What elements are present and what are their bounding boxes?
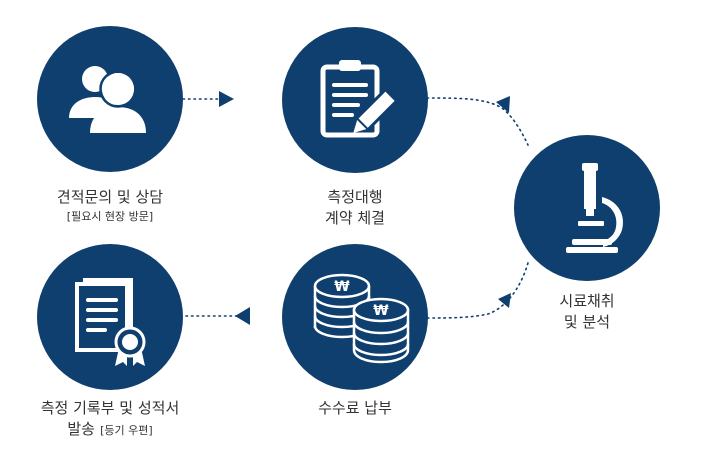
certificate-document-icon — [75, 278, 146, 366]
won-symbol-right: ₩ — [373, 303, 389, 319]
step3-title-line2: 및 분석 — [563, 313, 611, 331]
users-icon — [69, 66, 146, 133]
step5-circle — [37, 244, 183, 390]
step4-circle: ₩ ₩ — [282, 244, 428, 390]
arrowhead-left — [235, 307, 250, 325]
connector-step3-to-step4 — [426, 262, 529, 319]
step1-title: 견적문의 및 상담 — [56, 188, 164, 206]
arrowhead-down-right — [496, 96, 510, 113]
won-symbol-left: ₩ — [334, 279, 350, 295]
step5-title: 측정 기록부 및 성적서 — [40, 399, 180, 417]
step1-circle — [37, 26, 183, 172]
step3-title-line1: 시료채취 — [559, 292, 615, 310]
step2-circle — [282, 27, 428, 173]
microscope-icon — [566, 163, 624, 253]
connector-step2-to-step3 — [426, 97, 529, 146]
arrowhead-right — [219, 91, 234, 107]
step3-circle — [514, 135, 660, 281]
step4-title: 수수료 납부 — [318, 399, 392, 417]
step2-title-line2: 계약 체결 — [325, 209, 385, 227]
clipboard-pen-icon — [320, 60, 400, 138]
won-coins-icon: ₩ ₩ — [313, 273, 410, 364]
step1-subtitle: [필요시 현장 방문] — [66, 210, 154, 223]
step5-subtitle: 발송 [등기 우편] — [10, 419, 210, 440]
step5-subtitle-note: [등기 우편] — [100, 424, 153, 437]
arrowhead-down-left — [498, 293, 511, 308]
step2-title-line1: 측정대행 — [327, 188, 383, 206]
step5-subtitle-main: 발송 — [67, 420, 95, 438]
